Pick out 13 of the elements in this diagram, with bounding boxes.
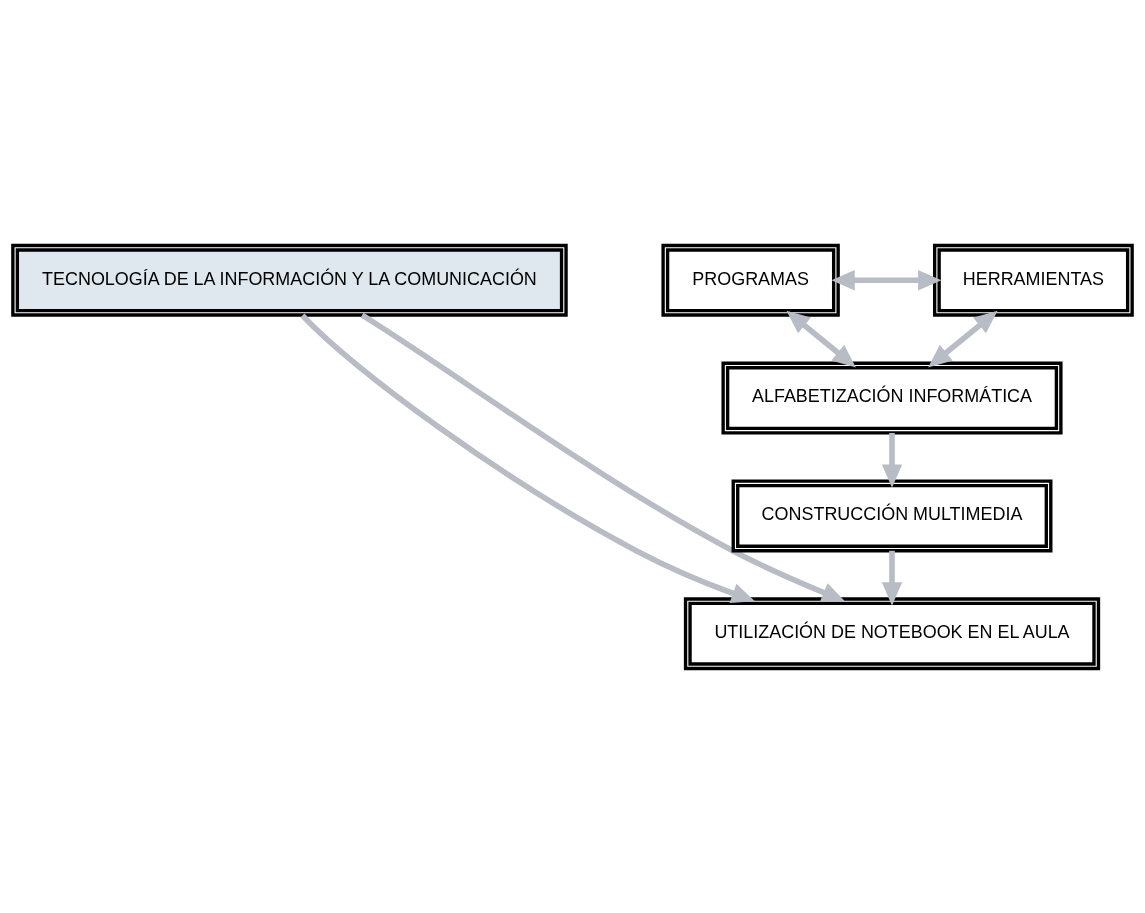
node-box: PROGRAMAS <box>661 243 840 317</box>
arrow <box>881 432 903 488</box>
arrow <box>928 310 998 367</box>
node-box: ALFABETIZACIÓN INFORMÁTICA <box>721 361 1063 435</box>
arrow <box>300 312 755 603</box>
arrow <box>786 310 856 367</box>
arrow <box>360 312 846 602</box>
node-box: TECNOLOGÍA DE LA INFORMACIÓN Y LA COMUNICACIÓN <box>11 243 568 317</box>
arrow <box>831 269 942 290</box>
arrow <box>881 550 903 606</box>
node-box: HERRAMIENTAS <box>932 243 1134 317</box>
node-box: UTILIZACIÓN DE NOTEBOOK EN EL AULA <box>683 596 1101 670</box>
node-box: CONSTRUCCIÓN MULTIMEDIA <box>731 478 1053 552</box>
